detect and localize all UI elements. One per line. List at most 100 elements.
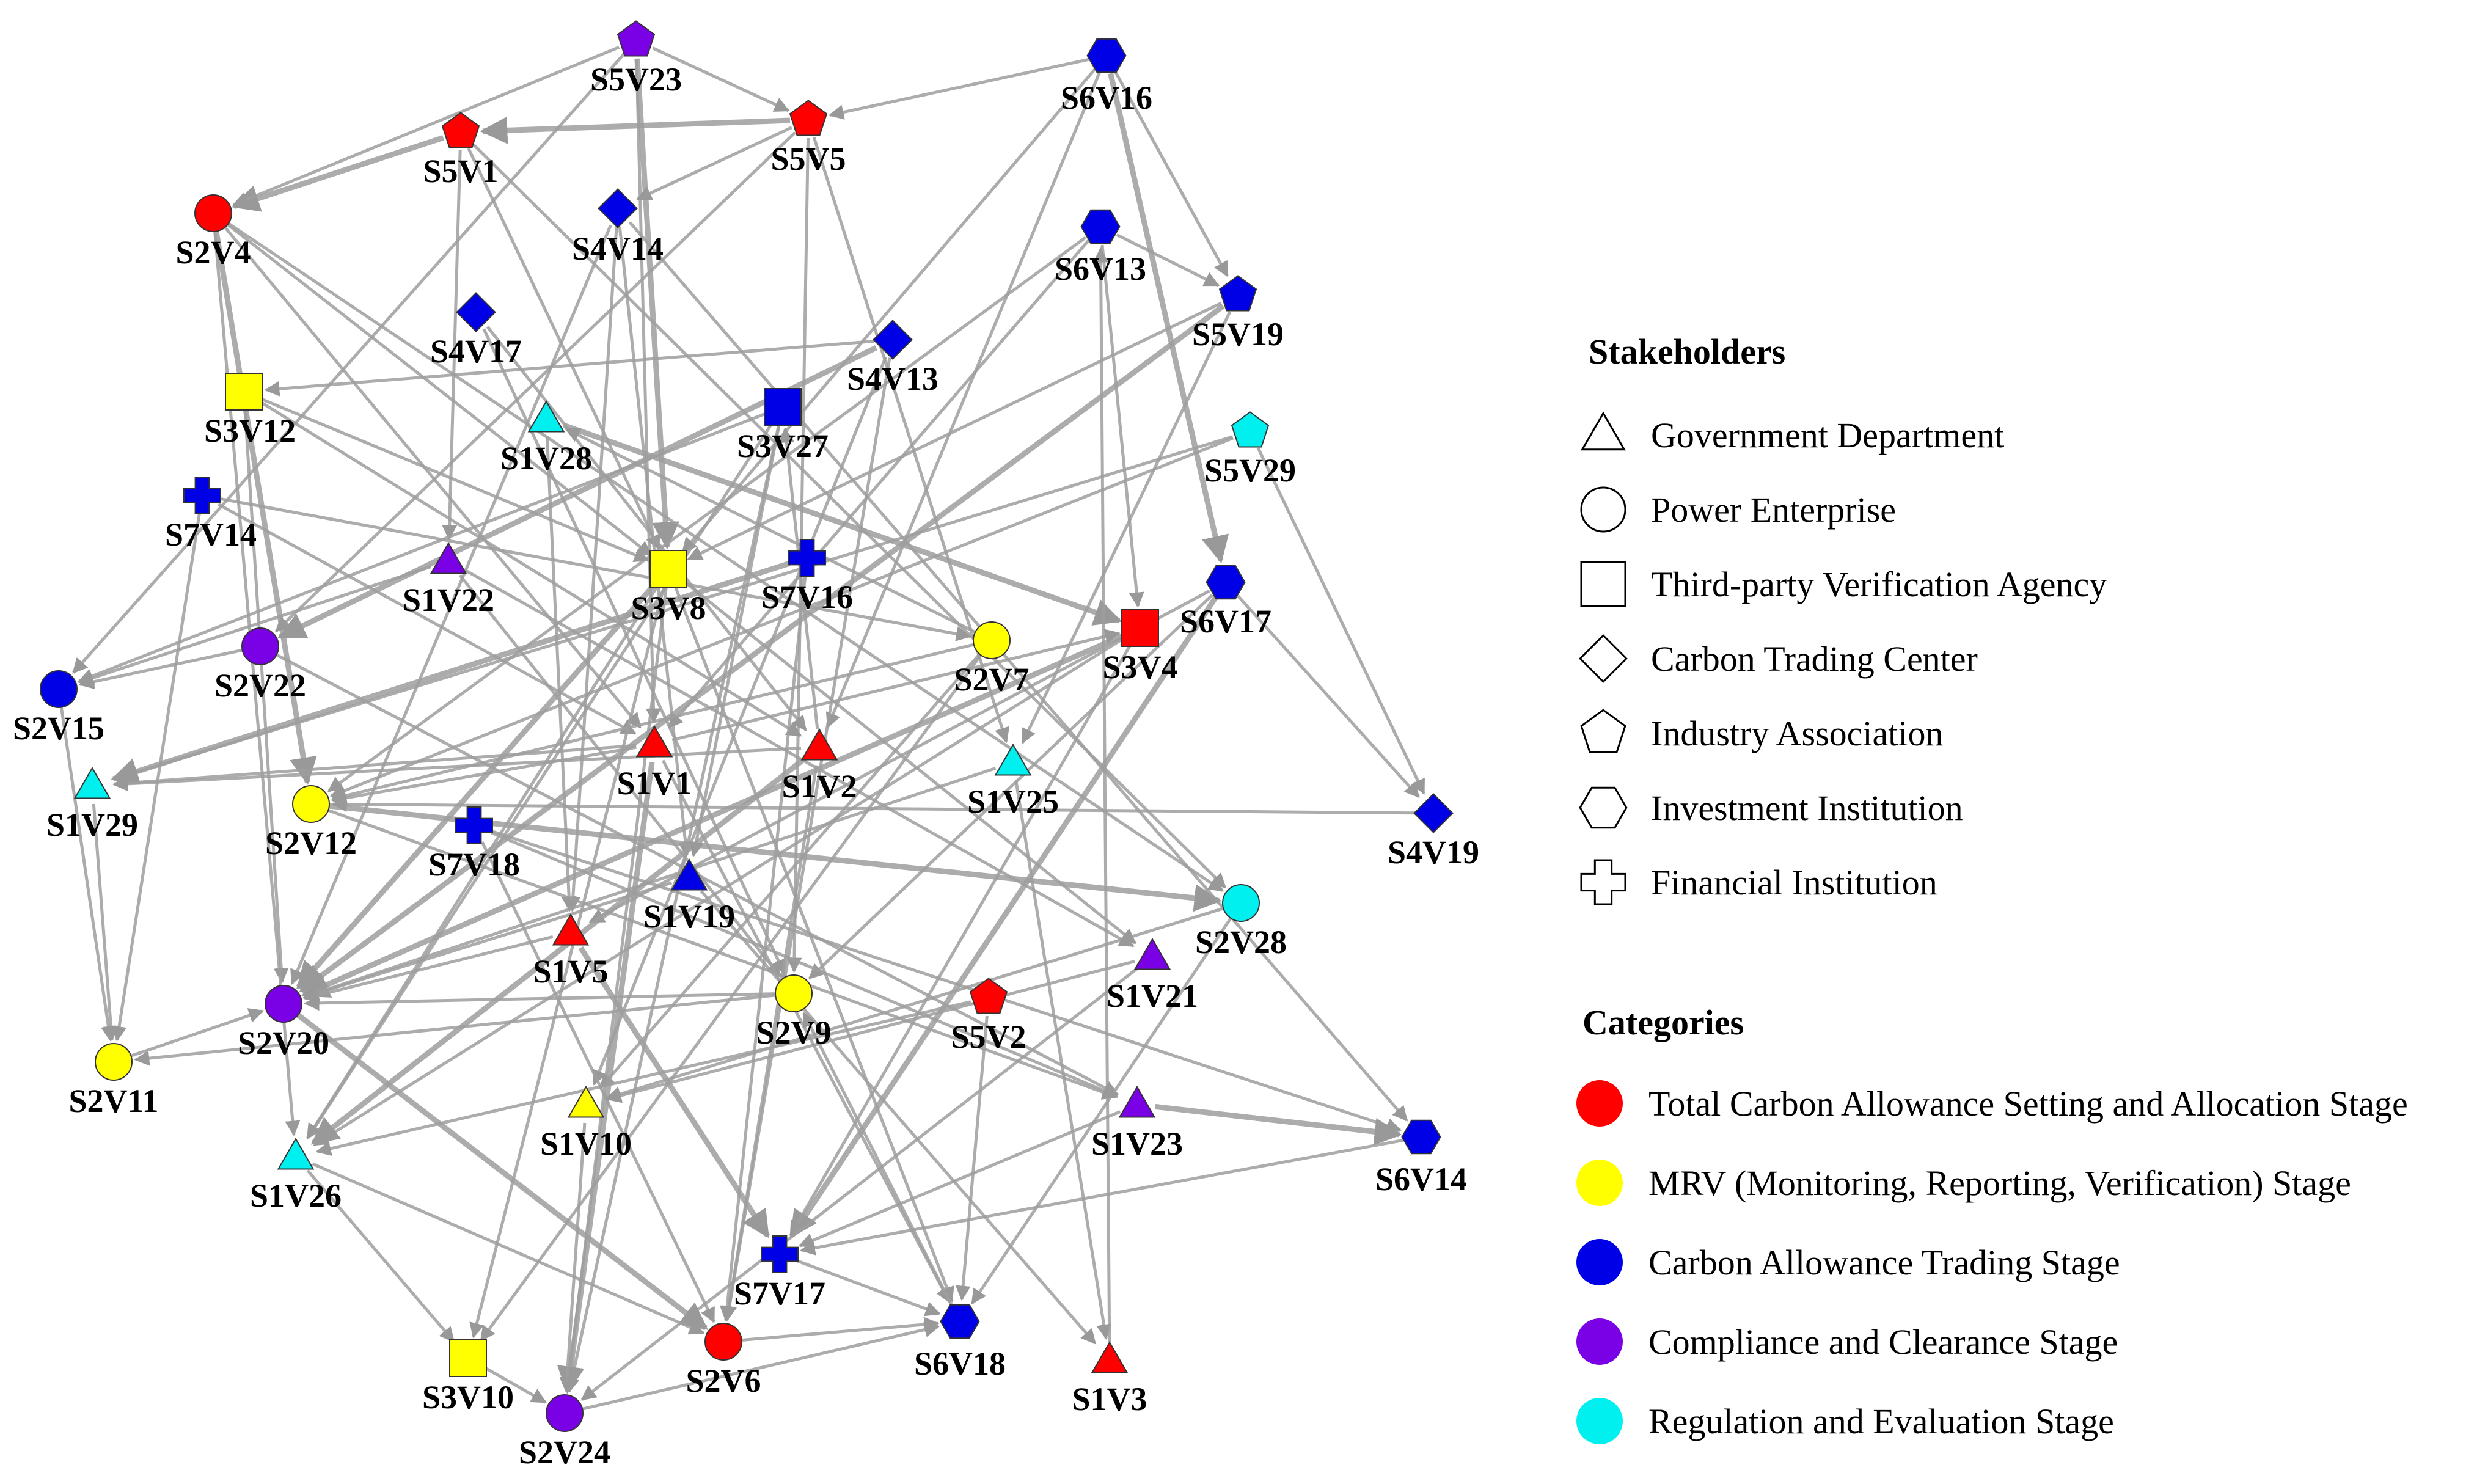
edge-S1V23-S7V17 xyxy=(798,1110,1121,1248)
edge-S3V8-S3V10 xyxy=(469,586,666,1339)
edge-S4V14-S1V19 xyxy=(618,226,693,857)
node-s1v25-triangle-icon xyxy=(994,744,1032,776)
node-label: S4V13 xyxy=(847,360,938,397)
edge-S7V14-S2V7 xyxy=(220,497,972,641)
node-label: S2V7 xyxy=(954,661,1029,698)
node-label: S2V15 xyxy=(13,710,104,747)
node-label: S6V13 xyxy=(1055,250,1146,287)
edge-S1V1-S3V4 xyxy=(671,629,1121,742)
node-label: S1V22 xyxy=(403,582,494,618)
node-s1v28-triangle-icon xyxy=(527,400,565,433)
node-s6v14-hexagon-icon xyxy=(1401,1119,1441,1155)
node-s1v3-triangle-icon xyxy=(1091,1341,1129,1373)
edge-S2V6-S6V18 xyxy=(741,1317,940,1342)
node-s5v29-pentagon-icon xyxy=(1231,411,1270,448)
edge-S4V17-S1V2 xyxy=(486,325,807,731)
edge-S2V4-S1V1 xyxy=(224,226,642,729)
node-s2v6-circle-icon xyxy=(704,1323,742,1361)
edge-S6V17-S4V19 xyxy=(1237,594,1420,799)
edge-S5V23-S5V5 xyxy=(652,46,790,112)
legend-pentagon-icon xyxy=(1580,709,1626,753)
legend-category-label: Carbon Allowance Trading Stage xyxy=(1648,1243,2120,1282)
node-label: S7V18 xyxy=(428,846,520,883)
node-label: S6V14 xyxy=(1375,1161,1467,1197)
legend-stakeholder-label: Industry Association xyxy=(1651,714,1943,753)
legend-stakeholder-label: Financial Institution xyxy=(1651,863,1937,902)
edge-S6V16-S5V19 xyxy=(1114,71,1229,277)
node-label: S2V20 xyxy=(238,1025,329,1061)
node-s1v29-triangle-icon xyxy=(73,767,111,799)
edge-S6V18-S2V9 xyxy=(802,1011,953,1306)
node-label: S2V12 xyxy=(265,825,357,861)
node-s3v10-square-icon xyxy=(449,1339,487,1377)
node-s7v16-cross-icon xyxy=(788,539,826,577)
legend-purple-swatch-icon xyxy=(1576,1318,1623,1365)
legend-category-label: Total Carbon Allowance Setting and Alloc… xyxy=(1648,1084,2408,1124)
legend-stakeholder-label: Power Enterprise xyxy=(1651,490,1896,530)
edge-S5V19-S3V8 xyxy=(687,301,1223,561)
node-label: S1V3 xyxy=(1072,1381,1147,1417)
edge-S3V10-S2V24 xyxy=(483,1365,547,1404)
node-s6v13-hexagon-icon xyxy=(1080,209,1121,244)
edge-S1V5-S2V20 xyxy=(303,935,554,1003)
edge-S2V7-S3V10 xyxy=(480,654,982,1342)
node-s6v17-hexagon-icon xyxy=(1206,565,1246,600)
node-s5v23-pentagon-icon xyxy=(617,20,656,57)
node-label: S1V1 xyxy=(617,765,692,802)
edge-S2V15-S2V11 xyxy=(59,707,116,1042)
node-label: S5V19 xyxy=(1192,316,1284,353)
edge-S4V19-S2V12 xyxy=(331,796,1416,815)
node-s1v5-triangle-icon xyxy=(552,913,590,946)
node-s5v5-pentagon-icon xyxy=(789,100,828,136)
node-s1v21-triangle-icon xyxy=(1133,938,1171,970)
edge-S1V1-S6V18 xyxy=(661,759,951,1304)
edge-S2V9-S2V11 xyxy=(134,993,776,1066)
edge-S2V11-S2V20 xyxy=(130,1008,265,1058)
node-s2v15-circle-icon xyxy=(40,670,78,708)
edge-S7V18-S1V23 xyxy=(490,831,1119,1098)
legend-category-label: Compliance and Clearance Stage xyxy=(1648,1322,2118,1362)
node-label: S6V17 xyxy=(1180,603,1271,640)
edge-S1V21-S1V10 xyxy=(606,960,1135,1103)
node-s1v2-triangle-icon xyxy=(800,728,838,761)
node-s4v14-diamond-icon xyxy=(598,188,638,228)
edge-S5V1-S2V4 xyxy=(231,135,444,212)
node-label: S1V25 xyxy=(967,783,1059,820)
edge-S1V2-S1V29 xyxy=(112,747,802,792)
node-label: S7V16 xyxy=(761,579,853,615)
edge-S1V10-S2V24 xyxy=(559,1122,587,1393)
edge-S4V13-S1V10 xyxy=(592,356,888,1086)
node-label: S1V26 xyxy=(250,1177,342,1214)
edge-S4V14-S2V20 xyxy=(290,224,612,985)
node-s4v19-diamond-icon xyxy=(1413,793,1454,833)
legend-stakeholder-label: Government Department xyxy=(1651,415,2004,455)
edge-S5V1-S3V8 xyxy=(467,148,660,550)
legend-triangle-icon xyxy=(1581,411,1626,451)
edge-S1V19-S1V3 xyxy=(700,890,1097,1345)
node-s1v10-triangle-icon xyxy=(567,1086,605,1118)
node-label: S1V2 xyxy=(781,768,857,805)
edge-S3V4-S1V26 xyxy=(313,636,1125,1147)
edge-S2V24-S6V18 xyxy=(582,1322,940,1411)
edge-S5V5-S4V14 xyxy=(636,126,792,201)
edge-S2V7-S2V12 xyxy=(331,643,975,803)
node-s6v16-hexagon-icon xyxy=(1086,38,1127,73)
node-s5v1-pentagon-icon xyxy=(441,112,480,148)
edge-S3V27-S1V26 xyxy=(306,421,774,1139)
edge-S1V21-S2V24 xyxy=(580,967,1139,1401)
node-label: S5V23 xyxy=(590,61,682,98)
legend-cross-icon xyxy=(1580,859,1626,905)
node-s2v4-circle-icon xyxy=(194,194,232,232)
node-label: S5V5 xyxy=(770,141,846,177)
edge-S3V8-S1V21 xyxy=(681,579,1136,945)
edge-S1V2-S3V27 xyxy=(778,427,819,729)
legend-categories-title: Categories xyxy=(1582,1003,1744,1042)
edge-S1V19-S2V20 xyxy=(302,881,673,1001)
edge-S4V14-S6V14 xyxy=(628,221,1408,1122)
edge-S6V14-S7V17 xyxy=(799,1138,1403,1256)
node-label: S7V14 xyxy=(165,516,257,553)
node-label: S2V28 xyxy=(1195,924,1287,960)
node-s2v7-circle-icon xyxy=(973,621,1011,659)
